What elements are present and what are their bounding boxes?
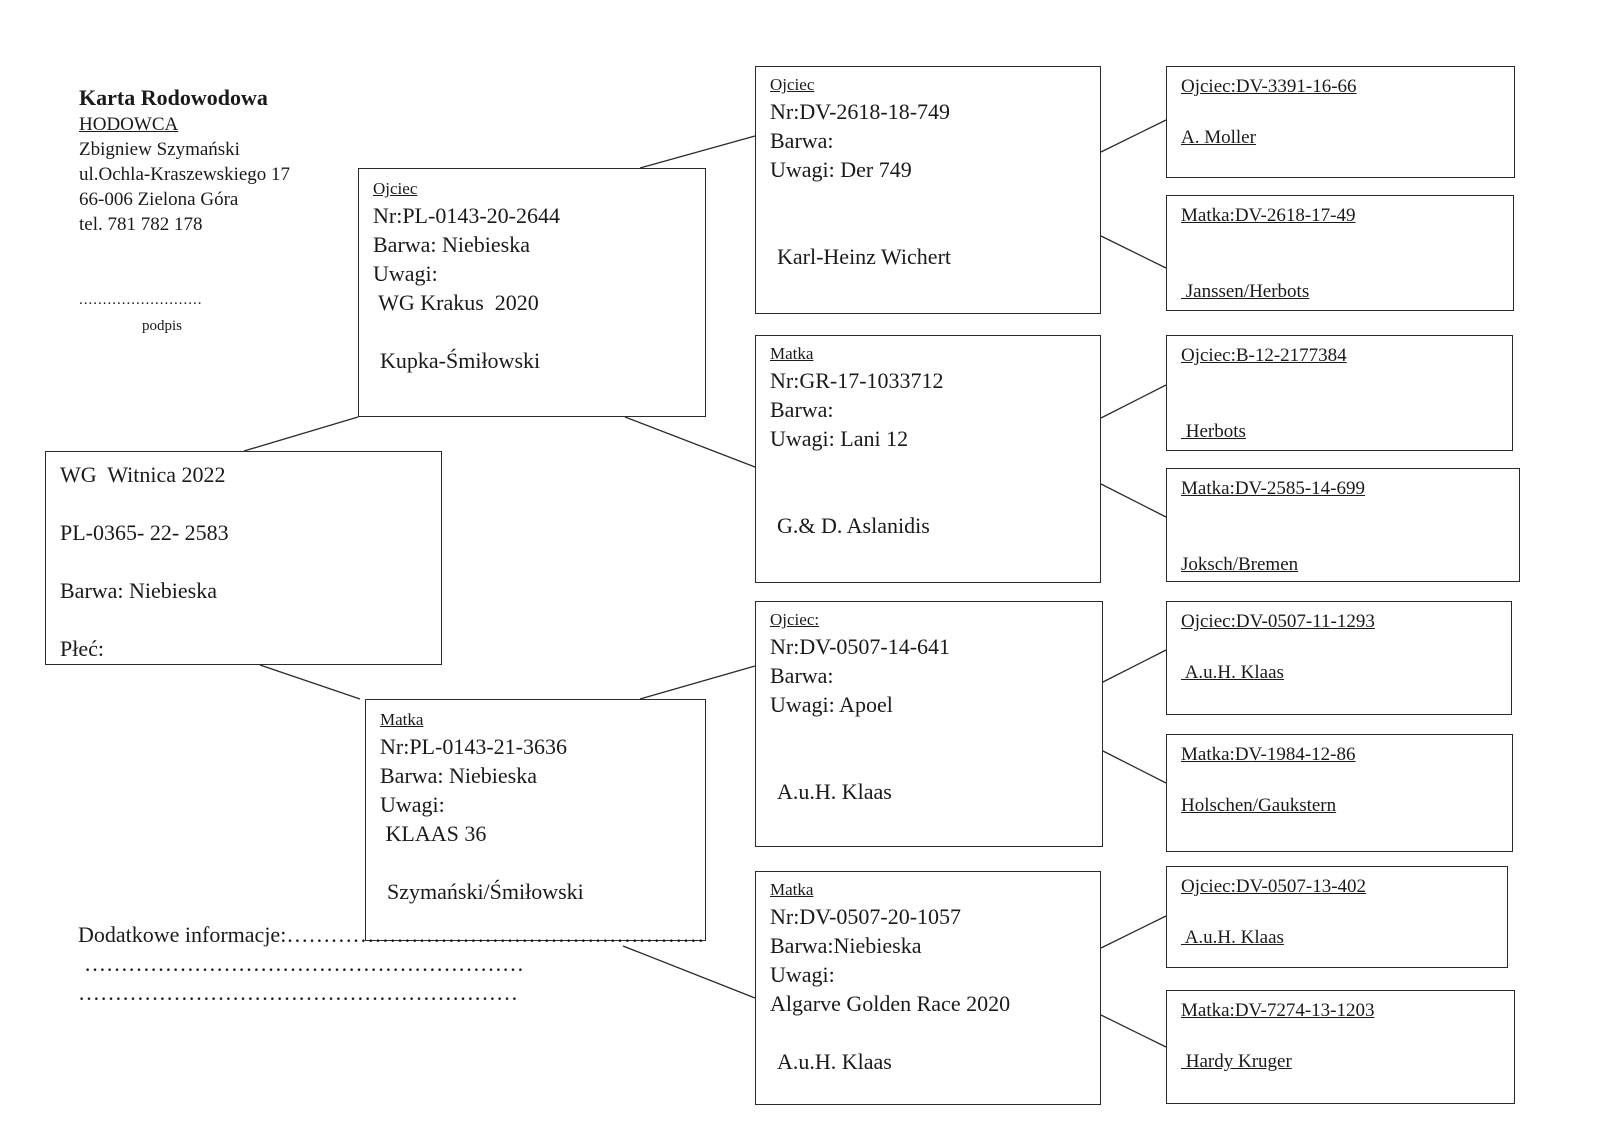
ss-breeder: Karl-Heinz Wichert (777, 244, 952, 269)
connector-ds-1 (1100, 649, 1167, 684)
sire-notes: WG Krakus 2020 (373, 290, 539, 315)
header-block: Karta Rodowodowa HODOWCA Zbigniew Szymań… (79, 84, 290, 237)
signature-label: podpis (142, 318, 183, 334)
connector-sire-sd (624, 416, 756, 468)
sire-nr: Nr:PL-0143-20-2644 (373, 203, 560, 228)
gen3-ring-8: Matka:DV-7274-13-1203 (1181, 1000, 1375, 1021)
connector-bird-sire (243, 416, 359, 452)
gen3-breeder-2: Janssen/Herbots (1181, 281, 1310, 302)
connector-sd-1 (1100, 384, 1167, 419)
connector-dam-ds (639, 665, 756, 700)
connector-bird-dam (259, 664, 361, 700)
bird-name: WG Witnica 2022 (60, 462, 226, 487)
sd-box: Matka Nr:GR-17-1033712 Barwa: Uwagi: Lan… (755, 335, 1101, 583)
gen3-ring-6: Matka:DV-1984-12-86 (1181, 744, 1356, 765)
additional-info-text: Dodatkowe informacje: (78, 922, 287, 947)
additional-info-dots-2: …………………………………………………… (84, 951, 524, 976)
ds-box: Ojciec: Nr:DV-0507-14-641 Barwa: Uwagi: … (755, 601, 1103, 847)
gen3-box-3: Ojciec:B-12-2177384 Herbots (1166, 335, 1513, 451)
gen3-box-2: Matka:DV-2618-17-49 Janssen/Herbots (1166, 195, 1514, 311)
gen3-breeder-3: Herbots (1181, 421, 1246, 442)
dam-notes-label: Uwagi: (380, 792, 445, 817)
dam-nr: Nr:PL-0143-21-3636 (380, 734, 567, 759)
connector-sd-2 (1100, 483, 1167, 518)
connector-dam-dd (622, 945, 756, 999)
dam-breeder: Szymański/Śmiłowski (387, 879, 584, 904)
sire-breeder: Kupka-Śmiłowski (380, 348, 541, 373)
connector-dd-2 (1100, 1014, 1167, 1048)
ss-box: Ojciec Nr:DV-2618-18-749 Barwa: Uwagi: D… (755, 66, 1101, 314)
ds-notes: Uwagi: Apoel (770, 692, 893, 717)
breeder-label: HODOWCA (79, 114, 179, 135)
sd-nr: Nr:GR-17-1033712 (770, 368, 944, 393)
ss-nr: Nr:DV-2618-18-749 (770, 99, 951, 124)
gen3-breeder-5: A.u.H. Klaas (1181, 662, 1284, 683)
ss-notes: Uwagi: Der 749 (770, 157, 912, 182)
dam-box: Matka Nr:PL-0143-21-3636 Barwa: Niebiesk… (365, 699, 706, 941)
additional-info-dots-1: ………………………………………………… (286, 922, 705, 947)
dd-nr: Nr:DV-0507-20-1057 (770, 904, 962, 929)
gen3-ring-1: Ojciec:DV-3391-16-66 (1181, 76, 1357, 97)
dd-notes: Algarve Golden Race 2020 (770, 991, 1011, 1016)
dd-notes-label: Uwagi: (770, 962, 835, 987)
bird-box: WG Witnica 2022 PL-0365- 22- 2583 Barwa:… (45, 451, 442, 665)
gen3-box-6: Matka:DV-1984-12-86 Holschen/Gaukstern (1166, 734, 1513, 852)
gen3-ring-2: Matka:DV-2618-17-49 (1181, 205, 1356, 226)
gen3-ring-4: Matka:DV-2585-14-699 (1181, 478, 1365, 499)
connector-dd-1 (1100, 915, 1167, 949)
breeder-phone: tel. 781 782 178 (79, 214, 203, 235)
sd-breeder: G.& D. Aslanidis (777, 513, 930, 538)
ds-role: Ojciec: (770, 610, 820, 629)
ds-nr: Nr:DV-0507-14-641 (770, 634, 951, 659)
gen3-breeder-8: Hardy Kruger (1181, 1051, 1292, 1072)
ds-breeder: A.u.H. Klaas (777, 779, 892, 804)
gen3-box-8: Matka:DV-7274-13-1203 Hardy Kruger (1166, 990, 1515, 1104)
dd-role: Matka (770, 880, 814, 899)
gen3-breeder-6: Holschen/Gaukstern (1181, 795, 1337, 816)
sd-color: Barwa: (770, 397, 834, 422)
sire-color: Barwa: Niebieska (373, 232, 530, 257)
additional-info-label: Dodatkowe informacje:………………………………………………… (78, 920, 704, 949)
additional-info-dots-3: …………………………………………………… (78, 980, 518, 1005)
dd-box: Matka Nr:DV-0507-20-1057 Barwa:Niebieska… (755, 871, 1101, 1105)
gen3-breeder-1: A. Moller (1181, 127, 1256, 148)
dd-color: Barwa:Niebieska (770, 933, 922, 958)
sire-box: Ojciec Nr:PL-0143-20-2644 Barwa: Niebies… (358, 168, 706, 417)
ss-role: Ojciec (770, 75, 815, 94)
sd-role: Matka (770, 344, 814, 363)
gen3-ring-3: Ojciec:B-12-2177384 (1181, 345, 1347, 366)
bird-sex: Płeć: (60, 636, 104, 661)
gen3-box-4: Matka:DV-2585-14-699 Joksch/Bremen (1166, 468, 1520, 582)
gen3-box-5: Ojciec:DV-0507-11-1293 A.u.H. Klaas (1166, 601, 1512, 715)
breeder-street: ul.Ochla-Kraszewskiego 17 (79, 164, 291, 185)
bird-color: Barwa: Niebieska (60, 578, 217, 603)
dam-notes: KLAAS 36 (380, 821, 487, 846)
bird-ring: PL-0365- 22- 2583 (60, 520, 229, 545)
gen3-box-1: Ojciec:DV-3391-16-66 A. Moller (1166, 66, 1515, 178)
page-title: Karta Rodowodowa (79, 85, 268, 110)
connector-ss-2 (1100, 235, 1167, 269)
dd-breeder: A.u.H. Klaas (777, 1049, 892, 1074)
connector-ss-1 (1100, 119, 1167, 153)
additional-info: Dodatkowe informacje:…………………………………………………… (78, 920, 704, 1007)
connector-sire-ss (639, 135, 756, 169)
sd-notes: Uwagi: Lani 12 (770, 426, 909, 451)
gen3-ring-7: Ojciec:DV-0507-13-402 (1181, 876, 1367, 897)
gen3-breeder-7: A.u.H. Klaas (1181, 927, 1284, 948)
dam-color: Barwa: Niebieska (380, 763, 537, 788)
ss-color: Barwa: (770, 128, 834, 153)
gen3-breeder-4: Joksch/Bremen (1181, 554, 1299, 575)
connector-ds-2 (1100, 749, 1167, 784)
ds-color: Barwa: (770, 663, 834, 688)
breeder-name: Zbigniew Szymański (79, 139, 240, 160)
gen3-ring-5: Ojciec:DV-0507-11-1293 (1181, 611, 1375, 632)
sire-role: Ojciec (373, 179, 418, 198)
sire-notes-label: Uwagi: (373, 261, 438, 286)
gen3-box-7: Ojciec:DV-0507-13-402 A.u.H. Klaas (1166, 866, 1508, 968)
breeder-city: 66-006 Zielona Góra (79, 189, 239, 210)
dam-role: Matka (380, 710, 424, 729)
signature-line: .......................... (79, 292, 203, 308)
